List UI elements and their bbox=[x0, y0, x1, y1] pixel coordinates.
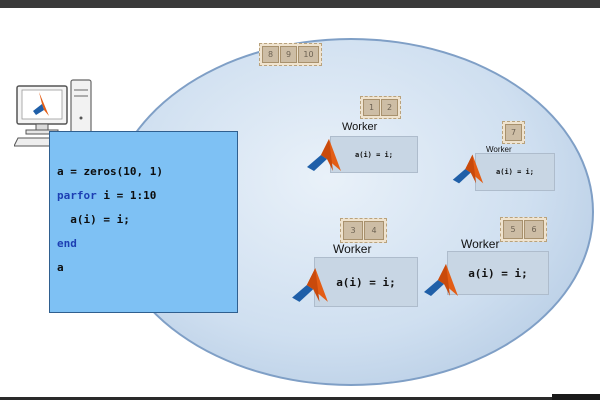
worker-1-label: Worker bbox=[342, 121, 378, 133]
code-line-5: a bbox=[57, 256, 237, 280]
worker-2-label: Worker bbox=[486, 145, 512, 154]
worker-3-label: Worker bbox=[333, 242, 372, 256]
code-token: a = zeros(10, 1) bbox=[57, 165, 163, 178]
bottom-bar-tab bbox=[552, 394, 600, 400]
code-token: a(i) = i; bbox=[57, 213, 130, 226]
task-box: 6 bbox=[524, 220, 544, 239]
matlab-logo-icon bbox=[424, 264, 458, 296]
code-token: i = 1:10 bbox=[96, 189, 157, 202]
code-line-3: a(i) = i; bbox=[57, 208, 237, 232]
client-code-window: a = zeros(10, 1) parfor i = 1:10 a(i) = … bbox=[49, 131, 238, 313]
code-keyword: end bbox=[57, 237, 77, 250]
top-bar bbox=[0, 0, 600, 8]
task-box: 3 bbox=[343, 221, 363, 240]
code-line-2: parfor i = 1:10 bbox=[57, 184, 237, 208]
code-keyword: parfor bbox=[57, 189, 97, 202]
code-token: a bbox=[57, 261, 64, 274]
task-box: 4 bbox=[364, 221, 384, 240]
task-box: 7 bbox=[505, 124, 522, 141]
pending-task-queue: 8 9 10 bbox=[259, 43, 322, 66]
matlab-logo-icon bbox=[292, 268, 328, 302]
matlab-logo-icon bbox=[307, 139, 341, 171]
worker-1-code-panel: a(i) = i; bbox=[330, 136, 418, 173]
task-box: 1 bbox=[363, 99, 380, 116]
bottom-bar bbox=[0, 397, 600, 400]
worker-4-code-panel: a(i) = i; bbox=[447, 251, 549, 295]
code-line-4: end bbox=[57, 232, 237, 256]
worker-2-code-panel: a(i) = i; bbox=[475, 153, 555, 191]
task-box: 10 bbox=[298, 46, 319, 63]
worker-2-task-group: 7 bbox=[502, 121, 525, 144]
worker-1-task-group: 1 2 bbox=[360, 96, 401, 119]
worker-4-task-group: 5 6 bbox=[500, 217, 547, 242]
matlab-logo-icon bbox=[452, 154, 484, 184]
task-box: 9 bbox=[280, 46, 297, 63]
worker-3-task-group: 3 4 bbox=[340, 218, 387, 243]
task-box: 5 bbox=[503, 220, 523, 239]
code-line-1: a = zeros(10, 1) bbox=[57, 160, 237, 184]
task-box: 8 bbox=[262, 46, 279, 63]
task-box: 2 bbox=[381, 99, 398, 116]
worker-4-label: Worker bbox=[461, 237, 500, 251]
